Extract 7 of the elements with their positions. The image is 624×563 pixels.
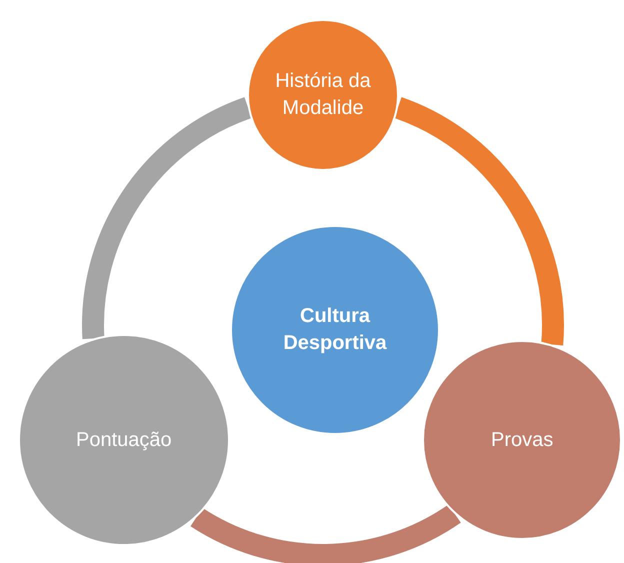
ring-arc	[394, 97, 564, 345]
node-label: Cultura Desportiva	[282, 304, 388, 356]
node-label: Provas	[491, 428, 554, 452]
ring-arc	[82, 97, 252, 339]
node-label: História da Modalide	[274, 69, 372, 121]
ring-arc	[191, 504, 460, 563]
node-label: Pontuação	[76, 428, 172, 452]
